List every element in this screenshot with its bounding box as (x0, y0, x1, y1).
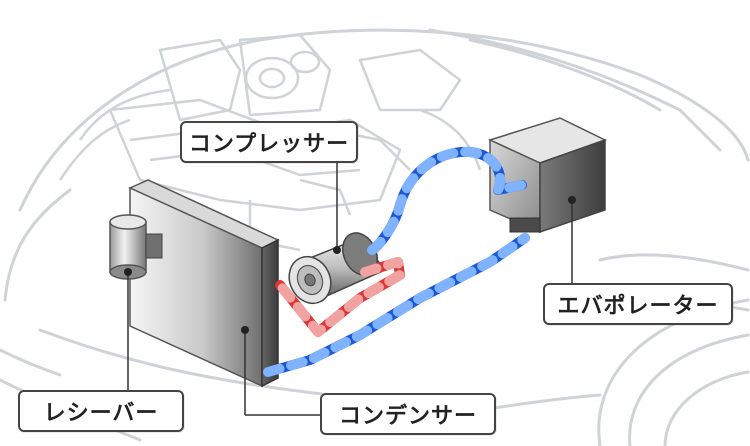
compressor-label: コンプレッサー (180, 121, 358, 163)
evaporator-label: エバポレーター (543, 283, 733, 325)
receiver-label: レシーバー (18, 390, 184, 432)
evaporator-unit (487, 117, 607, 234)
compressor-unit (288, 232, 387, 305)
leader-dots (124, 196, 576, 334)
leader-lines (127, 163, 573, 416)
pipe-low-pressure (263, 146, 530, 377)
car-outline (0, 28, 750, 446)
condenser-label: コンデンサー (320, 393, 496, 435)
condenser-unit (128, 179, 280, 388)
pipe-high-pressure (275, 257, 405, 337)
